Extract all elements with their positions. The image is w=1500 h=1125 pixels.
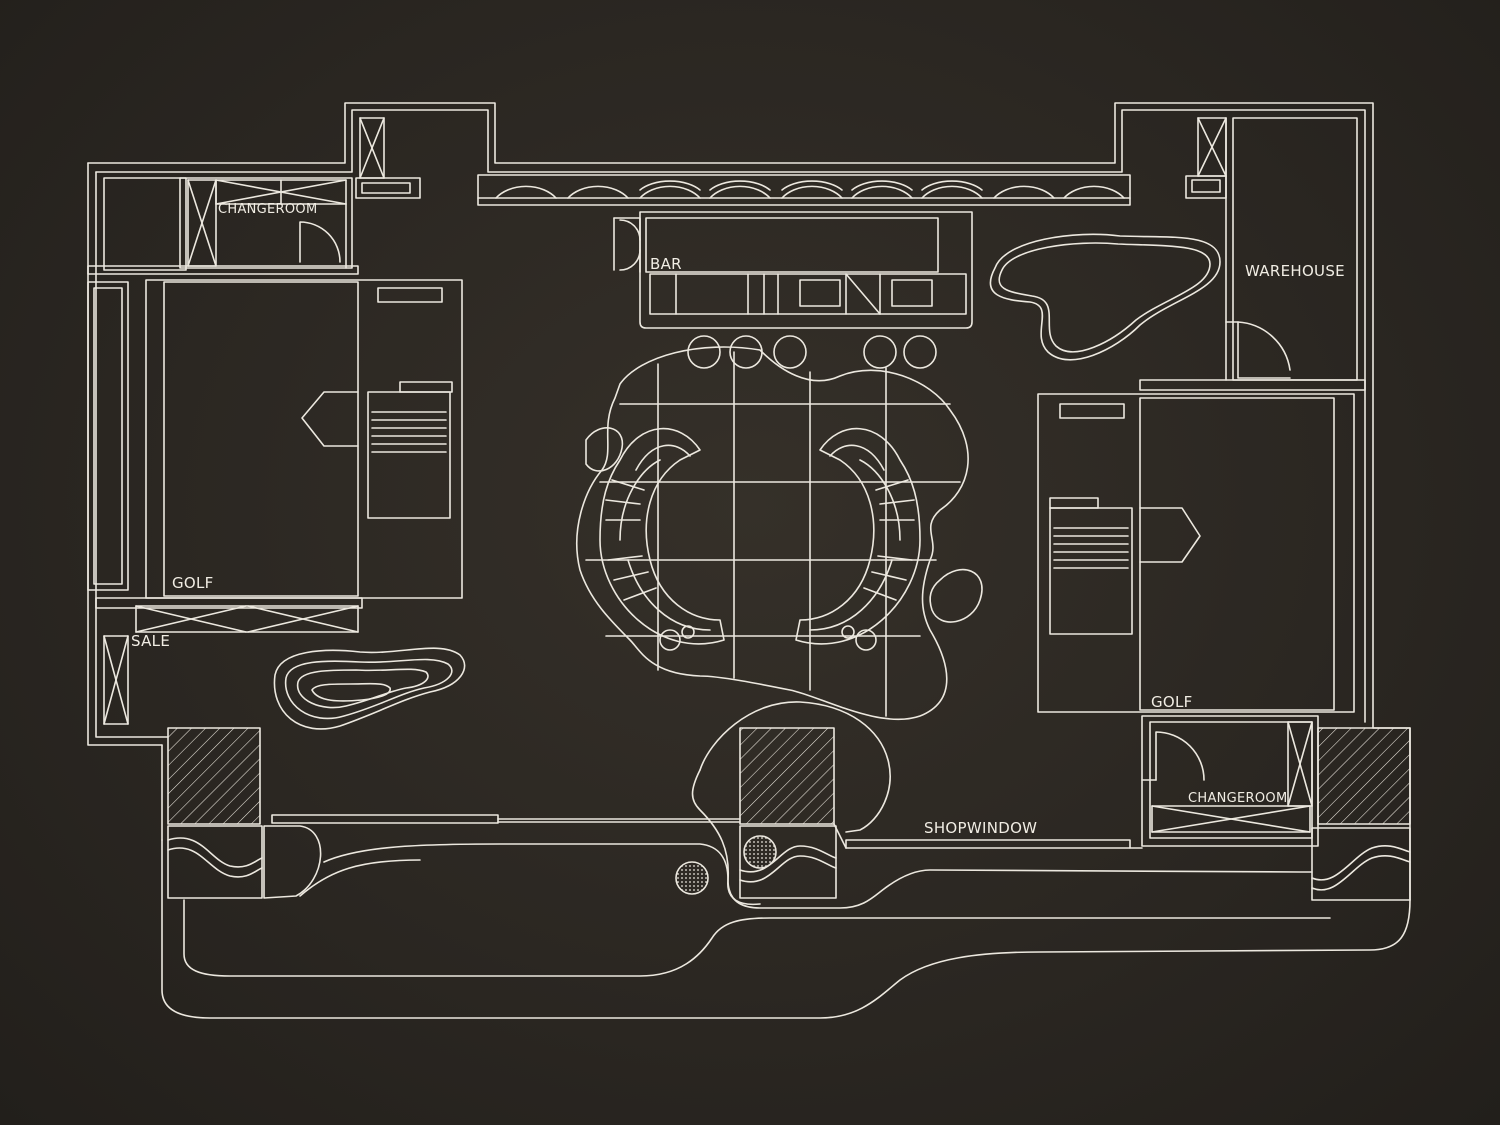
bar-counter: [613, 211, 973, 369]
warehouse-block: [1139, 117, 1366, 391]
warehouse-label: WAREHOUSE: [1245, 262, 1345, 280]
sale-area: [103, 635, 466, 730]
bar-label: BAR: [650, 255, 682, 273]
golf-right-label: GOLF: [1151, 693, 1193, 711]
golf-room-left: [87, 279, 463, 633]
top-facade: [477, 174, 1131, 206]
changeroom-top-block: [87, 117, 421, 275]
shopwindow-label: SHOPWINDOW: [924, 819, 1038, 837]
lounge-island: [989, 233, 1221, 361]
central-stair-plaza: [576, 346, 983, 721]
planters: [167, 825, 1411, 901]
golf-left-label: GOLF: [172, 574, 214, 592]
sale-label: SALE: [131, 632, 171, 650]
changeroom-top-label: CHANGEROOM: [218, 202, 318, 217]
changeroom-bottom-block: [1141, 715, 1319, 847]
golf-room-right: [1037, 393, 1355, 713]
shopwindow-line: [271, 814, 1143, 849]
hatched-columns: [167, 727, 1411, 825]
exterior-paving: [161, 839, 1411, 1019]
changeroom-bottom-label: CHANGEROOM: [1188, 791, 1288, 806]
